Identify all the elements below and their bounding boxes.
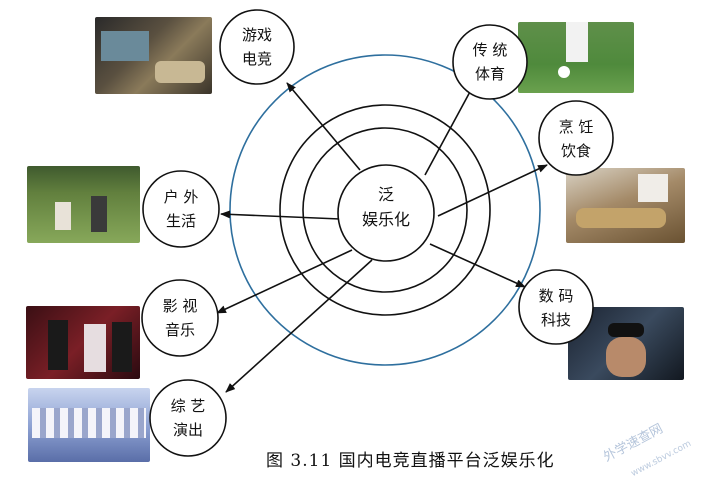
node-music: 影 视 音乐	[141, 279, 219, 357]
node-outdoor-line1: 户 外	[164, 188, 199, 206]
ring-2	[279, 104, 491, 316]
node-music-line1: 影 视	[163, 297, 198, 315]
photo-sports	[518, 22, 634, 93]
node-gaming: 游戏 电竞	[219, 9, 295, 85]
node-sports: 传 统 体育	[452, 24, 528, 100]
center-label-line1: 泛	[378, 185, 394, 204]
node-outdoor-line2: 生活	[166, 212, 196, 230]
center-label-line2: 娱乐化	[362, 210, 410, 229]
arrow-music	[216, 249, 353, 314]
photo-variety	[28, 388, 150, 462]
node-tech: 数 码 科技	[518, 269, 594, 345]
node-gaming-line2: 电竞	[242, 50, 272, 68]
arrow-gaming	[286, 82, 361, 171]
node-cooking: 烹 饪 饮食	[538, 100, 614, 176]
node-sports-line1: 传 统	[473, 41, 508, 59]
arrow-variety	[225, 259, 373, 393]
node-sports-line2: 体育	[475, 65, 505, 83]
ring-3	[302, 127, 468, 293]
node-variety-line1: 综 艺	[171, 397, 206, 415]
photo-cooking	[566, 168, 685, 243]
photo-gaming	[95, 17, 212, 94]
figure-caption: 图 3.11 国内电竞直播平台泛娱乐化	[266, 451, 555, 471]
node-music-line2: 音乐	[165, 321, 195, 339]
node-cooking-line1: 烹 饪	[559, 118, 594, 136]
node-tech-line2: 科技	[541, 311, 571, 329]
outer-ring	[229, 54, 541, 366]
photo-outdoor	[27, 166, 140, 243]
arrow-outdoor	[220, 210, 341, 220]
node-gaming-line1: 游戏	[242, 26, 272, 44]
arrow-tech	[429, 243, 526, 288]
center-node	[337, 164, 435, 262]
node-cooking-line2: 饮食	[561, 142, 591, 160]
node-tech-line1: 数 码	[539, 287, 574, 305]
photo-music	[26, 306, 140, 379]
node-variety: 综 艺 演出	[149, 379, 227, 457]
node-outdoor: 户 外 生活	[142, 170, 220, 248]
arrow-cooking	[437, 164, 548, 217]
node-variety-line2: 演出	[173, 421, 203, 439]
